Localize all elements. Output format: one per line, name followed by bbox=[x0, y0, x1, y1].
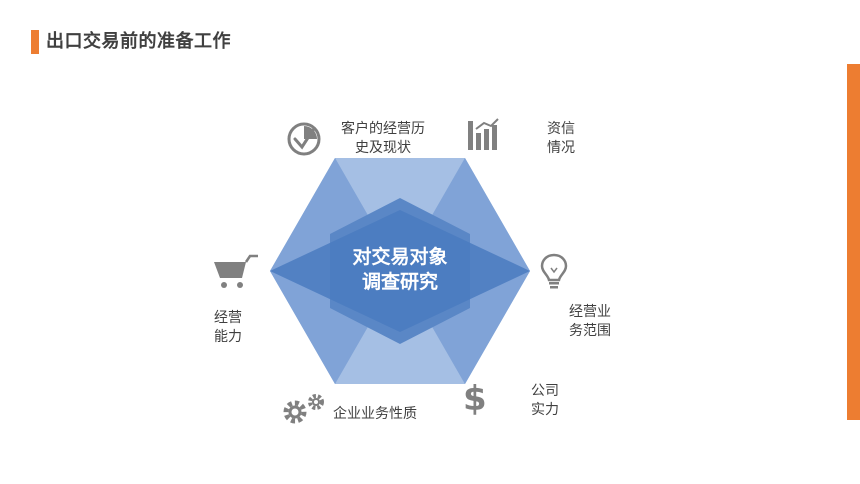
dollar-icon: $ bbox=[463, 379, 487, 419]
center-label: 对交易对象 调查研究 bbox=[330, 245, 470, 295]
item-label-credit: 资信 情况 bbox=[547, 120, 575, 158]
item-label-ability: 经营 能力 bbox=[214, 309, 242, 347]
item-label-strength-line2: 实力 bbox=[531, 402, 559, 418]
title-accent-bar bbox=[31, 30, 39, 54]
gears-icon bbox=[283, 394, 324, 424]
item-label-nature-line1: 企业业务性质 bbox=[333, 406, 417, 422]
bar-chart-growth-icon bbox=[468, 118, 499, 150]
item-label-nature: 企业业务性质 bbox=[333, 405, 417, 424]
page-title: 出口交易前的准备工作 bbox=[46, 31, 231, 52]
item-label-strength-line1: 公司 bbox=[531, 383, 559, 399]
item-label-history-line2: 史及现状 bbox=[355, 140, 411, 156]
item-label-scope-line1: 经营业 bbox=[569, 304, 611, 320]
center-line-2: 调查研究 bbox=[361, 271, 438, 293]
center-line-1: 对交易对象 bbox=[352, 246, 448, 268]
item-label-ability-line1: 经营 bbox=[214, 310, 242, 326]
item-label-strength: 公司 实力 bbox=[531, 382, 559, 420]
side-accent-bar bbox=[847, 64, 860, 420]
item-label-history: 客户的经营历 史及现状 bbox=[333, 120, 433, 158]
item-label-scope: 经营业 务范围 bbox=[569, 303, 611, 341]
clock-check-icon bbox=[287, 122, 321, 156]
item-label-ability-line2: 能力 bbox=[214, 329, 242, 345]
center-band bbox=[270, 210, 530, 332]
item-label-credit-line2: 情况 bbox=[547, 140, 575, 156]
lightbulb-icon bbox=[540, 253, 568, 289]
shopping-cart-icon bbox=[214, 254, 258, 288]
item-label-history-line1: 客户的经营历 bbox=[341, 121, 425, 137]
item-label-credit-line1: 资信 bbox=[547, 121, 575, 137]
item-label-scope-line2: 务范围 bbox=[569, 323, 611, 339]
